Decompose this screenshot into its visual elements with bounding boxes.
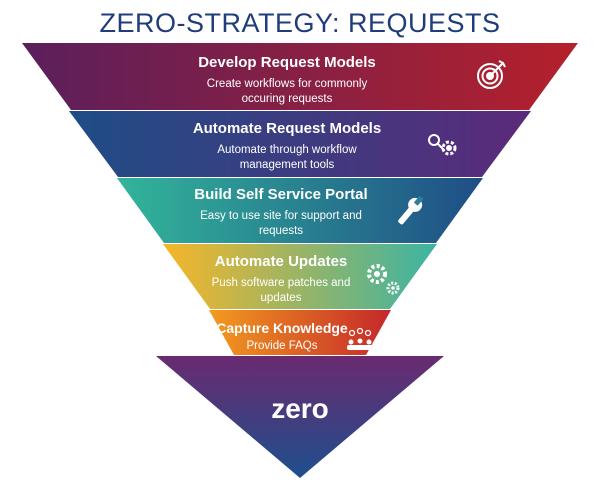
target-icon: [477, 60, 506, 89]
tier-2-heading: Automate Request Models: [193, 120, 381, 137]
tier-build-self-service-portal: Build Self Service Portal Easy to use si…: [117, 178, 483, 243]
gears-icon: [367, 264, 400, 295]
tier-4-band: [163, 244, 437, 309]
tier-5-heading: Capture Knowledge: [216, 320, 348, 336]
tier-1-band: [22, 43, 578, 110]
automation-gear-icon: [428, 134, 457, 156]
tier-3-desc-line-1: Easy to use site for support and: [200, 210, 362, 222]
tier-2-desc-line-1: Automate through workflow: [217, 144, 357, 156]
wrench-icon: [398, 195, 424, 225]
people-network-icon: [347, 327, 373, 350]
tier-2-desc-line-2: management tools: [240, 159, 335, 171]
tier-automate-updates: Automate Updates Push software patches a…: [163, 244, 437, 309]
tier-automate-request-models: Automate Request Models Automate through…: [69, 111, 531, 177]
tier-2-band: [69, 111, 531, 177]
tier-3-desc-line-2: requests: [259, 225, 303, 237]
tier-4-desc-line-2: updates: [261, 292, 302, 304]
zero-triangle: [156, 356, 444, 478]
page-title: ZERO-STRATEGY: REQUESTS: [99, 8, 501, 38]
tier-3-heading: Build Self Service Portal: [194, 186, 367, 203]
tier-capture-knowledge: Capture Knowledge Provide FAQs: [209, 310, 391, 355]
tier-develop-request-models: Develop Request Models Create workflows …: [22, 43, 578, 110]
zero-label: zero: [271, 393, 329, 424]
tier-4-heading: Automate Updates: [215, 253, 348, 270]
tier-4-desc-line-1: Push software patches and: [212, 277, 351, 289]
tier-5-band: [209, 310, 391, 355]
tier-1-heading: Develop Request Models: [198, 54, 376, 71]
tier-1-desc-line-2: occuring requests: [242, 93, 333, 105]
tier-1-desc-line-1: Create workflows for commonly: [207, 78, 368, 90]
tier-3-band: [117, 178, 483, 243]
tier-zero: zero: [156, 356, 444, 478]
tier-5-desc-line-1: Provide FAQs: [247, 340, 318, 352]
